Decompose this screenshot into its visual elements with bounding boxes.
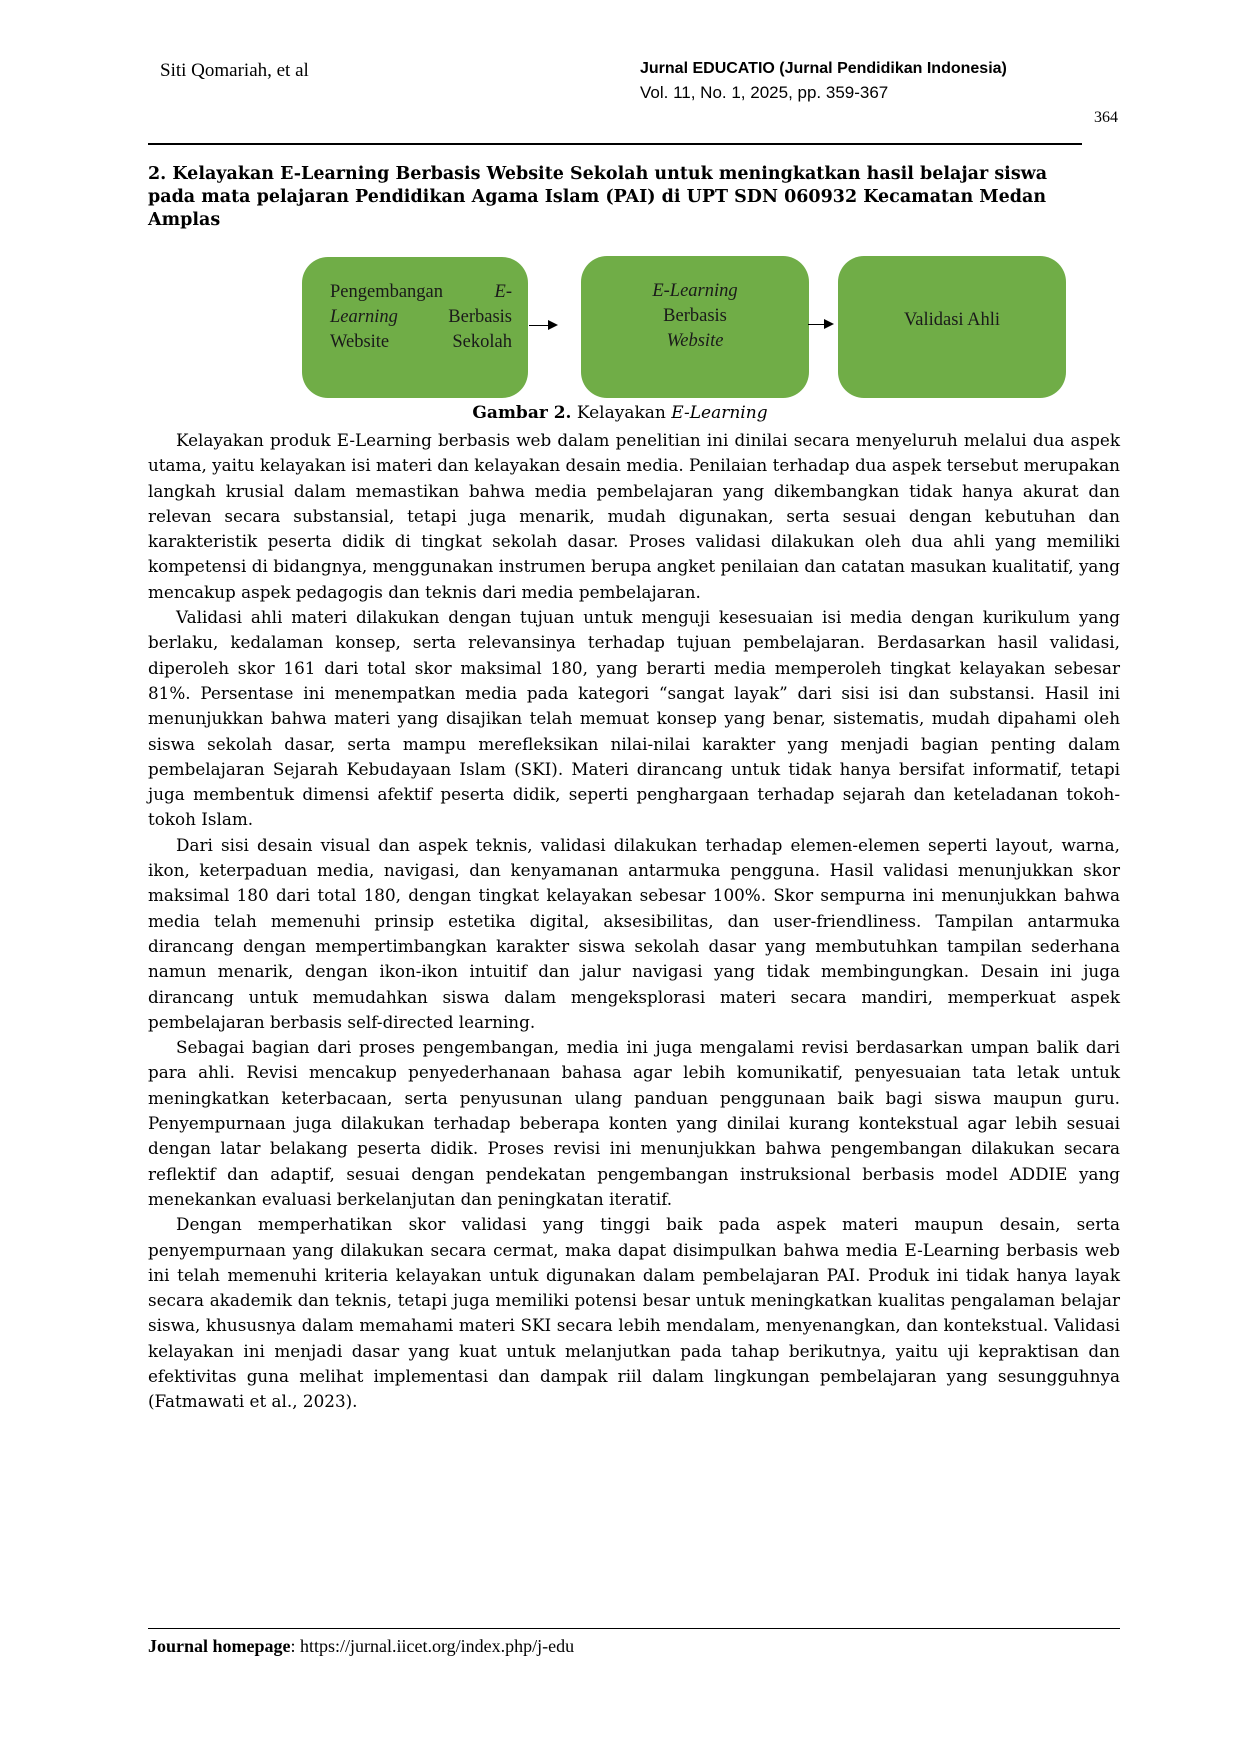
box2-line2: Berbasis [663,306,727,326]
box1-line2: Berbasis [448,307,512,327]
paragraph: Dengan memperhatikan skor validasi yang … [148,1214,1120,1412]
box2-line3-italic: Website [666,331,724,351]
section-title: 2. Kelayakan E-Learning Berbasis Website… [148,164,1048,230]
footer-url-link[interactable]: https://jurnal.iicet.org/index.php/j-edu [300,1636,575,1656]
footer: Journal homepage: https://jurnal.iicet.o… [148,1636,575,1656]
body-text: Kelayakan produk E-Learning berbasis web… [148,428,1120,1415]
header-divider [148,143,1082,145]
paragraph: Sebagai bagian dari proses pengembangan,… [148,1037,1120,1209]
header-volume: Vol. 11, No. 1, 2025, pp. 359-367 [640,83,889,102]
box1-line3: Website Sekolah [330,332,512,352]
flow-box-elearning: E-Learning Berbasis Website [581,256,809,398]
box3-label: Validasi Ahli [903,310,1001,330]
footer-divider [148,1628,1120,1629]
paragraph: Dari sisi desain visual dan aspek teknis… [148,834,1120,1032]
flow-box-validation: Validasi Ahli [838,256,1066,398]
box1-line2-italic: Learning [330,307,398,327]
box1-line1: Pengembangan [330,282,444,302]
box2-line1-italic: E-Learning [652,281,738,301]
paragraph: Kelayakan produk E-Learning berbasis web… [148,430,1120,602]
flow-diagram: Pengembangan E- Learning Berbasis Websit… [0,0,1240,420]
header-author: Siti Qomariah, et al [160,60,309,81]
caption-italic: E-Learning [671,403,768,423]
figure-caption: Gambar 2. Kelayakan E-Learning [0,403,1240,423]
arrow-right-icon [808,319,834,329]
box1-line1-italic: E- [494,282,512,302]
footer-label: Journal homepage [148,1636,291,1656]
caption-label: Gambar 2. [472,403,572,423]
caption-text: Kelayakan [576,403,666,423]
arrow-right-icon [529,320,558,330]
paragraph: Validasi ahli materi dilakukan dengan tu… [148,607,1120,830]
flow-box-development: Pengembangan E- Learning Berbasis Websit… [302,257,528,398]
page-number: 364 [1094,109,1118,126]
header-journal-name: Jurnal EDUCATIO (Jurnal Pendidikan Indon… [640,60,1007,77]
